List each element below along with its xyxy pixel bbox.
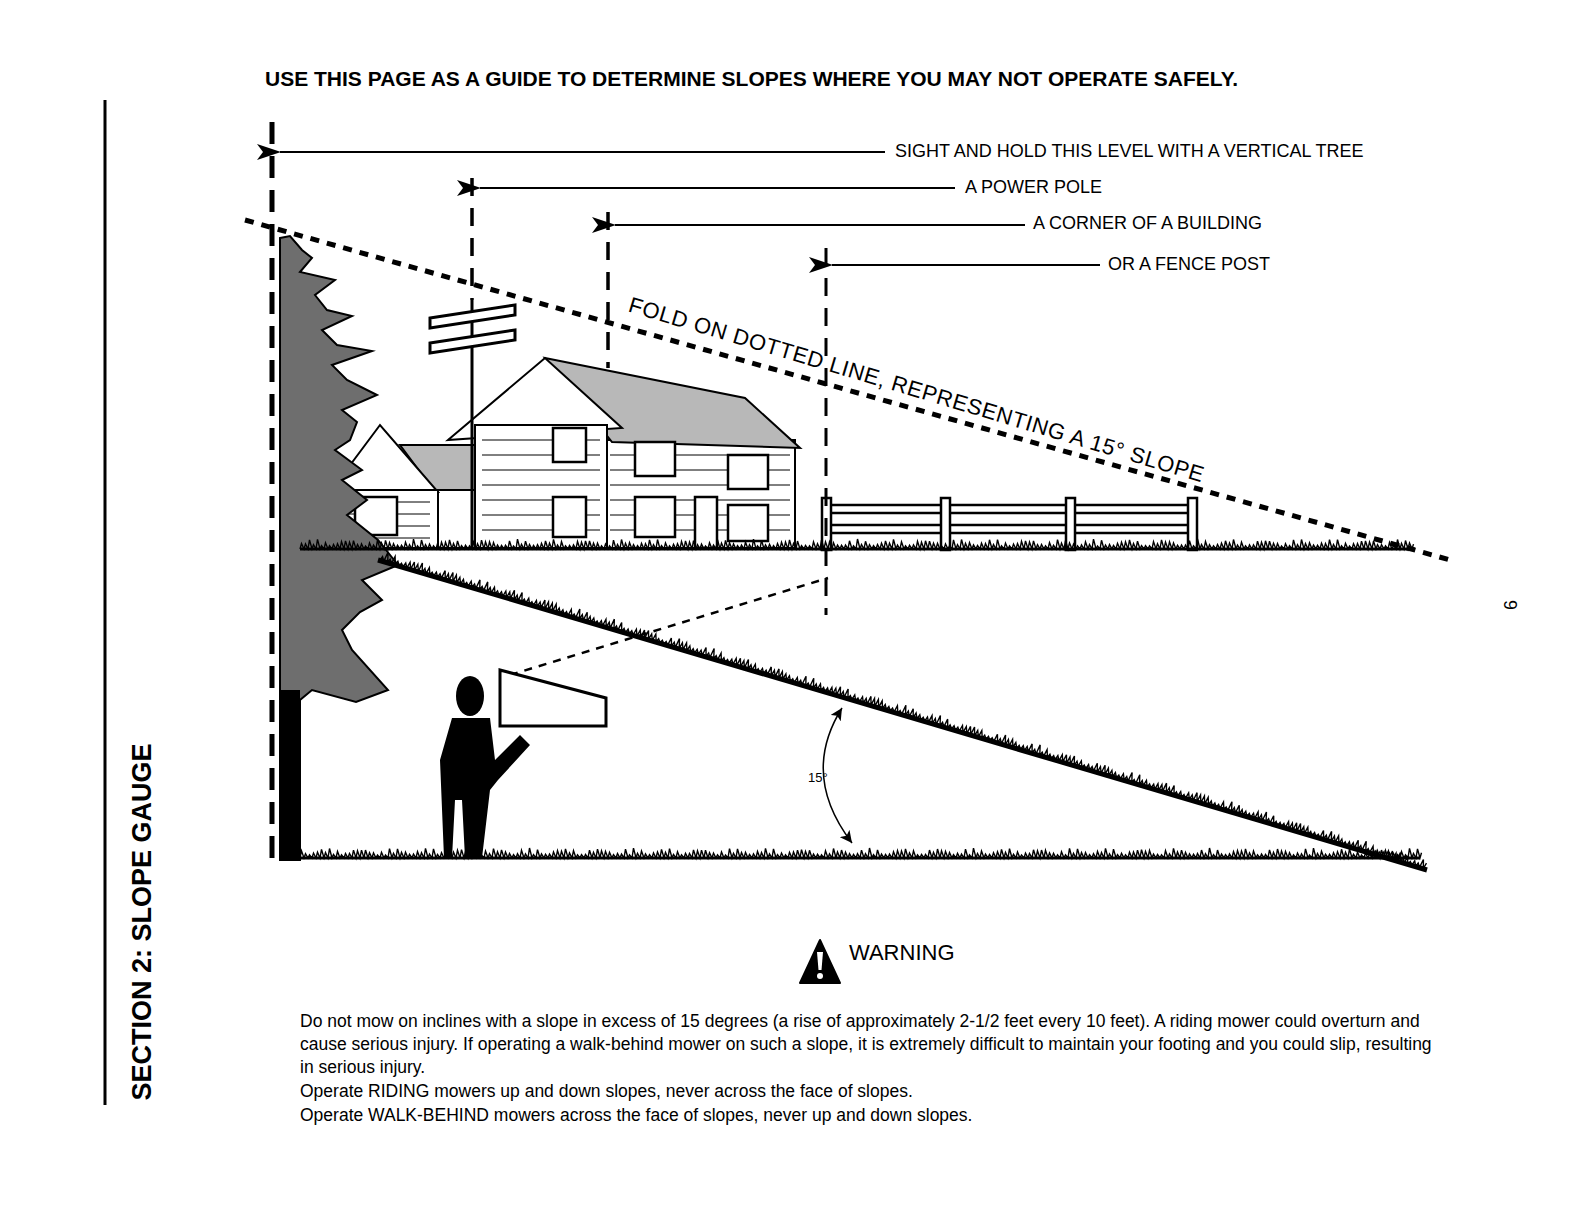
warning-text: Do not mow on inclines with a slope in e… (300, 1010, 1440, 1079)
page-title: USE THIS PAGE AS A GUIDE TO DETERMINE SL… (265, 66, 1238, 91)
fence (822, 498, 1197, 550)
warning-heading: WARNING (849, 940, 955, 966)
grass-blades (300, 539, 1414, 549)
fold-line (245, 220, 1450, 560)
page-number: 6 (1501, 600, 1523, 610)
power-pole (430, 300, 515, 548)
sight-label: SIGHT AND HOLD THIS LEVEL WITH A VERTICA… (895, 141, 1363, 163)
warning-text: Operate WALK-BEHIND mowers across the fa… (300, 1105, 972, 1126)
warning-symbol (800, 940, 840, 983)
ground-lines (300, 549, 1427, 870)
angle-label: 15° (808, 770, 828, 786)
sight-label: A CORNER OF A BUILDING (1033, 213, 1262, 235)
section-rule (104, 100, 107, 1105)
section-heading: SECTION 2: SLOPE GAUGE (126, 743, 158, 1100)
sight-level-lines (272, 122, 826, 860)
sight-line (510, 578, 828, 675)
leader-arrows (280, 152, 1100, 265)
person (440, 670, 606, 858)
grass-blades (380, 552, 1426, 869)
warning-text: Operate RIDING mowers up and down slopes… (300, 1081, 913, 1102)
sight-label: OR A FENCE POST (1108, 254, 1270, 276)
grass (300, 539, 1426, 868)
house-drawing (330, 358, 800, 548)
sight-label: A POWER POLE (965, 177, 1102, 199)
